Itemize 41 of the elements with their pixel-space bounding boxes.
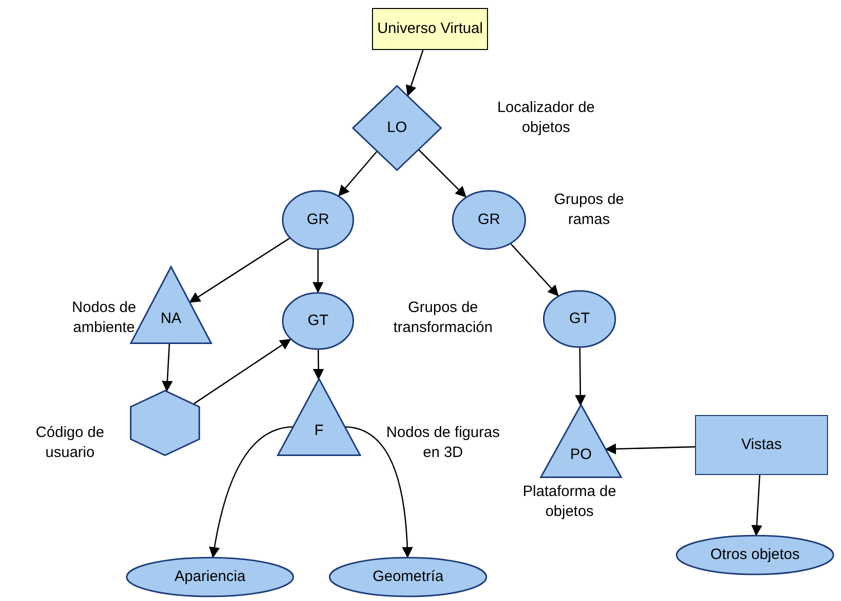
node-label: GT [569, 310, 590, 328]
process-box [372, 8, 488, 50]
arrow [604, 443, 696, 454]
ellipse-node [282, 190, 354, 250]
node-caption: Código de usuario [34, 423, 106, 464]
arrow [209, 426, 293, 558]
node-label: Vistas [741, 436, 782, 454]
node-label: NA [160, 310, 182, 330]
arrow [312, 250, 324, 294]
ellipse-node [675, 535, 835, 575]
ellipse-node [125, 557, 295, 597]
arrow [312, 350, 324, 380]
node-caption: Nodos de ambiente [70, 298, 138, 338]
process-box [695, 415, 828, 475]
arrow [406, 50, 424, 96]
arrow [162, 344, 173, 392]
node-caption: Nodos de figuras en 3D [385, 423, 501, 464]
arrow [510, 244, 559, 296]
arrow [751, 474, 762, 536]
node-label: GR [478, 210, 500, 230]
arrow [189, 238, 290, 303]
node-label: GT [308, 312, 328, 330]
node-caption: Grupos de ramas [552, 190, 626, 230]
node-label: F [314, 422, 324, 442]
arrow [574, 348, 586, 406]
node-caption: Localizador de objetos [496, 98, 596, 138]
node-label: PO [570, 446, 592, 464]
node-label: Geometría [372, 568, 444, 586]
node-label: Universo Virtual [377, 20, 483, 38]
node-label: Apariencia [174, 568, 246, 586]
node-label: GR [306, 210, 330, 230]
node-label: LO [386, 118, 407, 138]
arrow [345, 426, 413, 558]
arrow [418, 150, 466, 198]
arrow [338, 151, 378, 196]
ellipse-node [328, 557, 488, 597]
arrow [194, 338, 292, 404]
node-caption: Grupos de transformación [392, 298, 494, 338]
node-caption: Plataforma de objetos [522, 482, 618, 522]
ellipse-node [543, 290, 616, 348]
node-label: Otros objetos [710, 546, 800, 564]
